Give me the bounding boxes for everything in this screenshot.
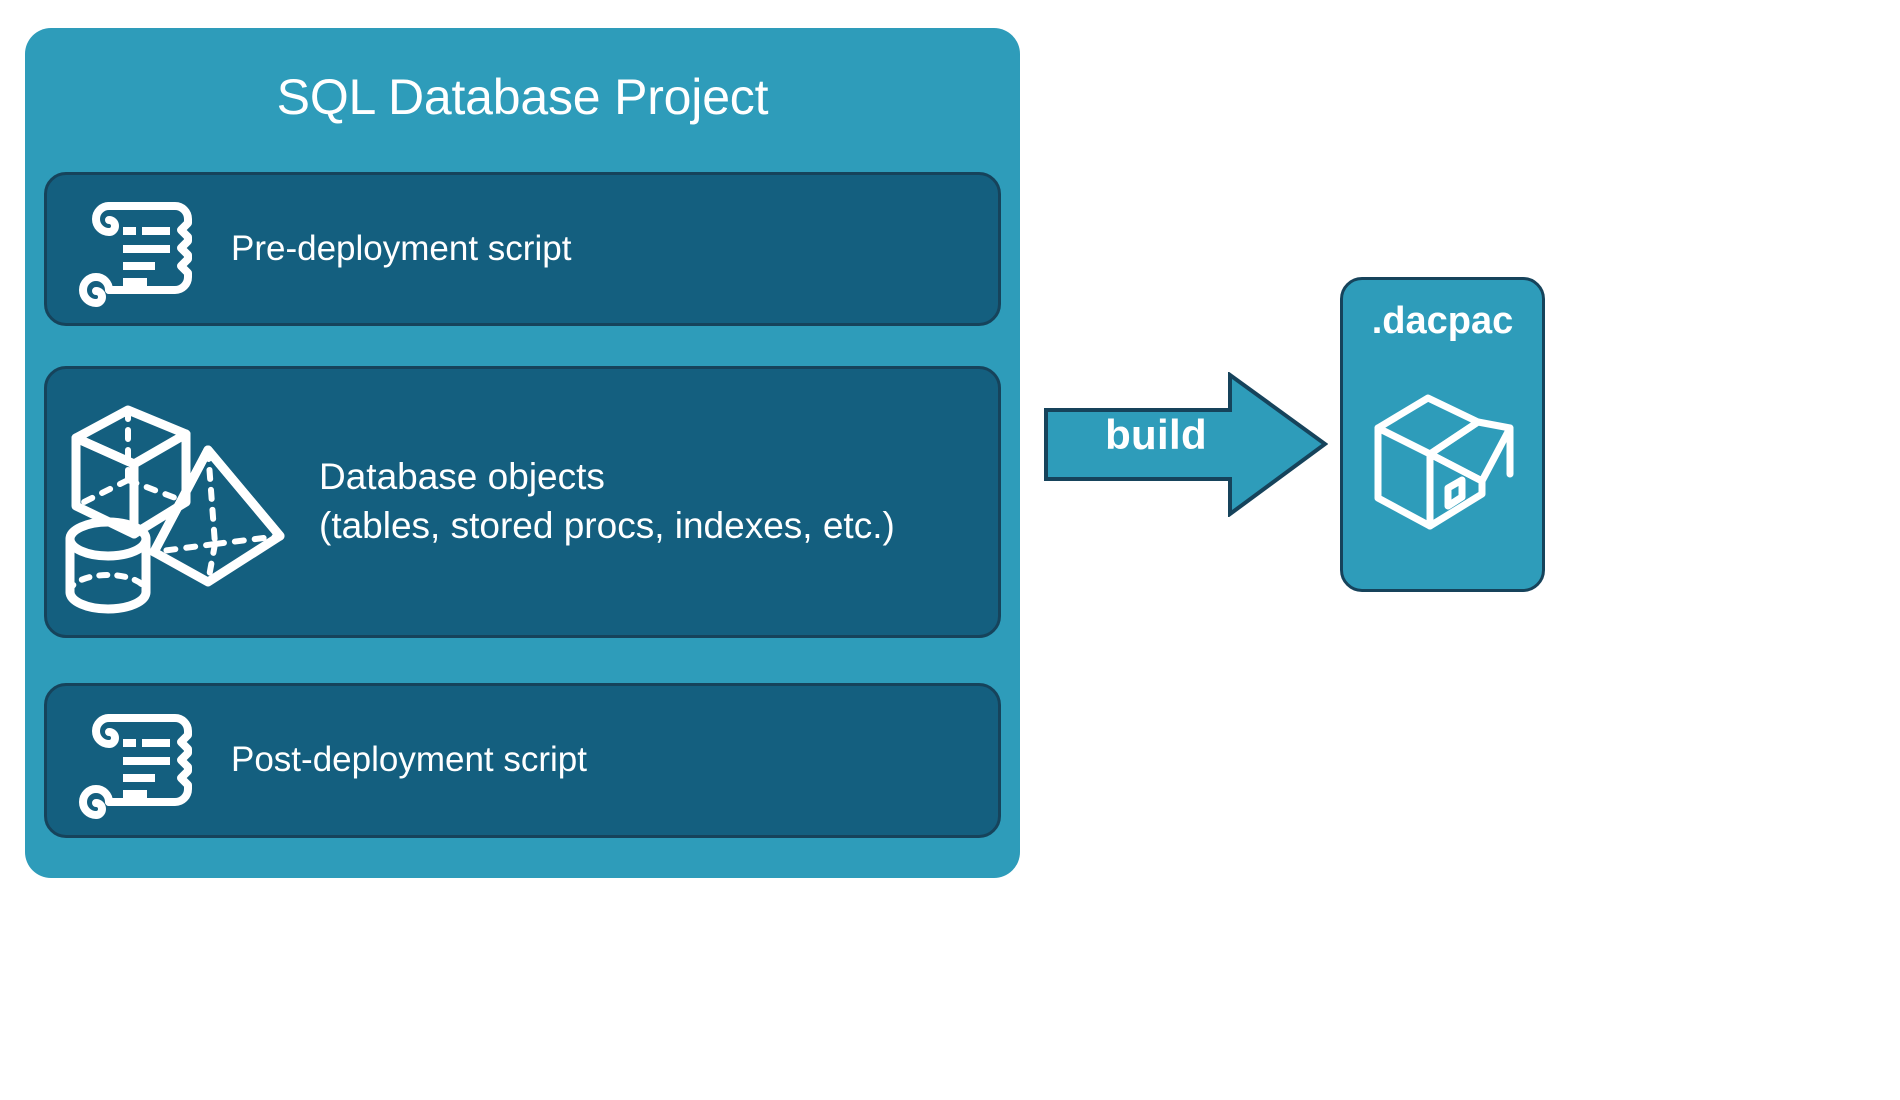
dacpac-title: .dacpac (1371, 300, 1514, 342)
build-arrow (1044, 372, 1328, 517)
database-objects-label: Database objects (tables, stored procs, … (319, 456, 895, 546)
post-deployment-script-label: Post-deployment script (231, 740, 587, 780)
project-panel-title: SQL Database Project (276, 69, 769, 125)
shapes-icon (53, 384, 315, 620)
pre-deployment-script-label: Pre-deployment script (231, 228, 572, 268)
package-box-icon (1368, 366, 1518, 556)
scroll-icon (61, 702, 211, 820)
sql-database-project-panel: SQL Database Project (25, 28, 1020, 878)
pre-deployment-script-row: Pre-deployment script (44, 172, 1001, 326)
build-arrow-label: build (1105, 411, 1207, 458)
post-deployment-script-row: Post-deployment script (44, 683, 1001, 838)
dacpac-output-box: .dacpac (1340, 277, 1545, 592)
database-objects-row: Database objects (tables, stored procs, … (44, 366, 1001, 638)
scroll-icon (61, 190, 211, 308)
